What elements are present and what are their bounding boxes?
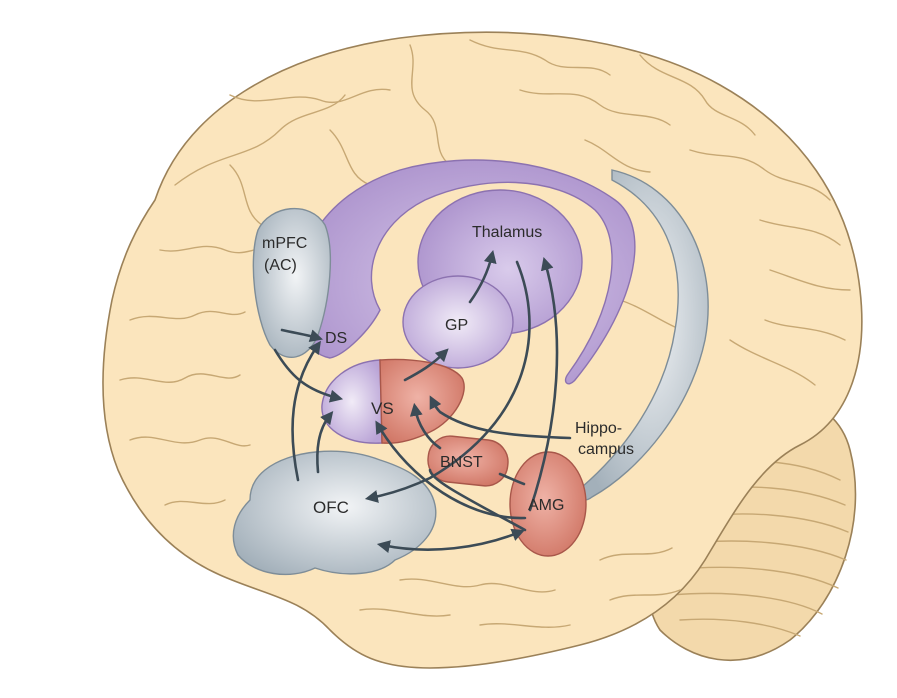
label-bnst: BNST (440, 454, 483, 471)
arrow-bnst-amg (498, 472, 526, 486)
connections (273, 249, 572, 553)
arrow-hippocampus-to-vs (429, 395, 572, 440)
label-hippocampus-line1: Hippo- (575, 420, 622, 437)
arrow-ofc-to-vs (316, 410, 334, 474)
region-labels: mPFC (AC) DS Thalamus GP VS BNST Hippo- … (262, 224, 634, 517)
label-gp: GP (445, 317, 468, 334)
label-ofc: OFC (313, 498, 349, 517)
arrow-mpfc-to-ds (280, 328, 323, 342)
arrow-gp-to-thalamus (468, 249, 497, 304)
vs-region (321, 359, 383, 444)
arrow-amg-to-vs (375, 420, 527, 520)
arrow-bnst-to-vs (409, 402, 442, 450)
gp-region (402, 275, 514, 369)
vs-salmon-region (379, 358, 465, 444)
arrow-ofc-amg-bidirectional (376, 528, 525, 553)
arrow-ofc-to-ds (291, 340, 321, 482)
label-vs: VS (371, 399, 394, 418)
arrow-amg-to-thalamus (428, 262, 559, 532)
label-thalamus: Thalamus (472, 224, 542, 241)
caudate-striatum-region (296, 159, 636, 385)
label-ds: DS (325, 330, 347, 347)
arrow-vs-to-gp (403, 348, 449, 382)
arrow-thalamus-to-ofc (364, 260, 531, 503)
label-mpfc: mPFC (262, 235, 307, 252)
bnst-region (427, 435, 509, 487)
label-amg: AMG (528, 497, 564, 514)
label-hippocampus-line2: campus (578, 441, 634, 458)
label-mpfc-ac: (AC) (264, 257, 297, 274)
amg-region (509, 451, 587, 557)
